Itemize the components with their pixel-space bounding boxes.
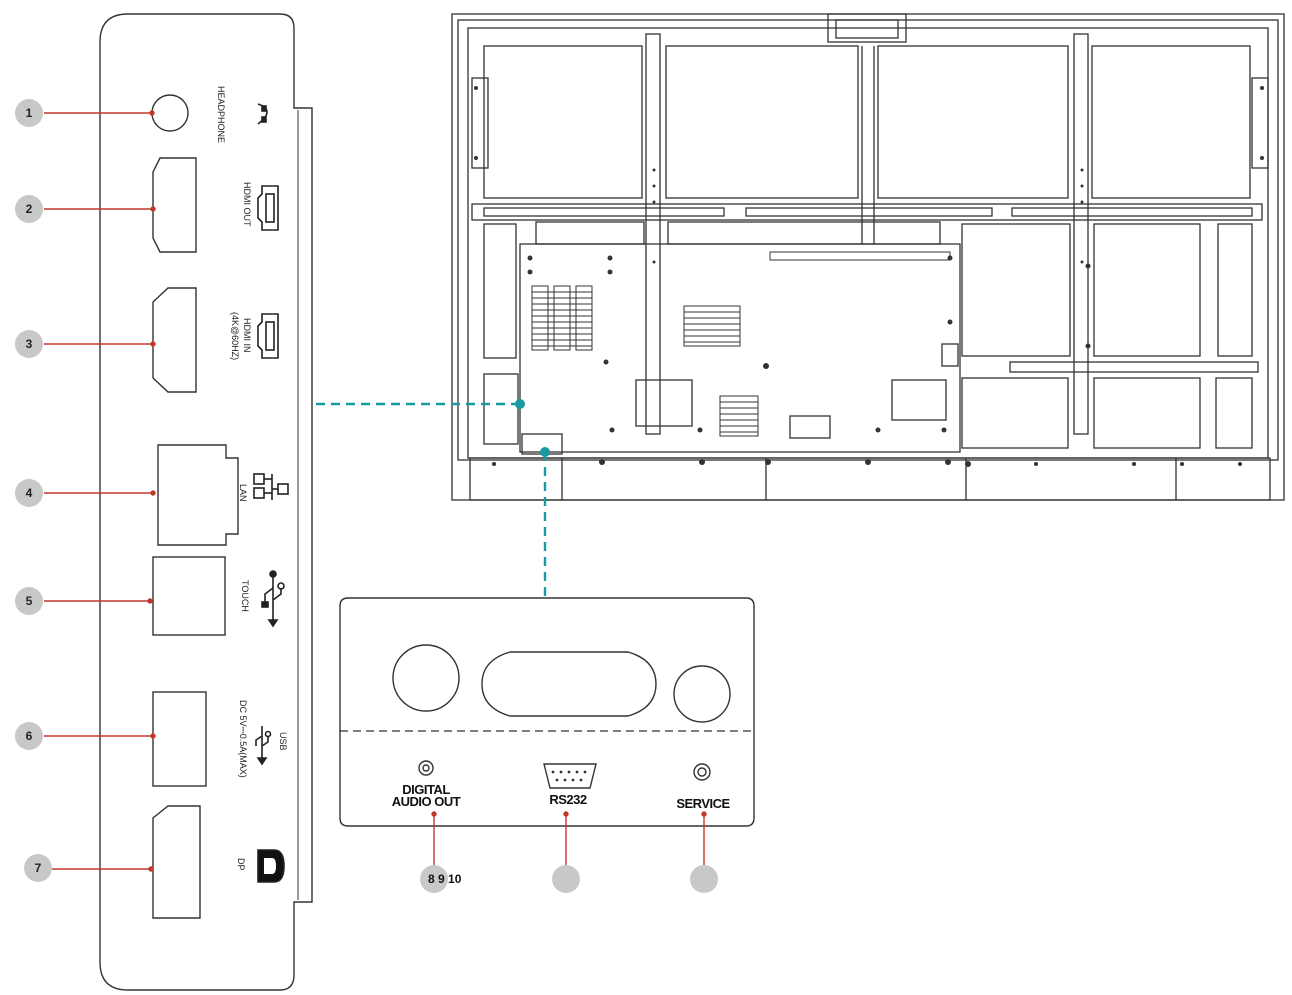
headphone-jack (151, 94, 189, 132)
callout-4: 4 (15, 479, 43, 507)
label-hdmi-in-spec: (4K@60HZ) (230, 312, 240, 361)
hdmi-in-port (152, 287, 197, 393)
rs232-port (543, 763, 597, 789)
callout-3: 3 (15, 330, 43, 358)
displayport-icon (257, 849, 285, 883)
label-touch: TOUCH (240, 580, 250, 612)
callout-numbers: 8 9 10 (428, 872, 462, 886)
label-digital: DIGITAL (402, 782, 450, 797)
lan-port (157, 444, 239, 546)
usb-port (152, 691, 207, 787)
tv-vents (531, 251, 951, 437)
hdmi-icon (257, 313, 279, 359)
usb-icon (255, 726, 272, 766)
callout-7: 7 (24, 854, 52, 882)
tv-screws (474, 86, 1264, 467)
label-hdmi-in: HDMI IN (242, 318, 252, 353)
label-digital-audio-out: DIGITAL AUDIO OUT (380, 782, 472, 809)
bottom-panel (339, 597, 755, 827)
callout-1: 1 (15, 99, 43, 127)
label-service: SERVICE (676, 796, 730, 811)
digital-audio-out-port (418, 760, 434, 776)
label-hdmi-out: HDMI OUT (242, 182, 252, 227)
side-panel (99, 13, 313, 991)
label-usb-spec: DC 5V⎓0.5A(MAX) (238, 700, 248, 778)
label-rs232: RS232 (549, 792, 587, 807)
hdmi-icon (257, 185, 279, 231)
callout-service (690, 865, 718, 893)
callout-8-9-10 (420, 865, 448, 893)
label-lan: LAN (238, 484, 248, 502)
service-port (693, 763, 711, 781)
side-port-icons (253, 103, 289, 883)
touch-usb-port (152, 556, 226, 636)
connector-lines (316, 402, 547, 596)
callout-rs232 (552, 865, 580, 893)
side-ports (151, 94, 239, 919)
rs232-pins (551, 770, 587, 782)
side-callout-lines (44, 110, 156, 872)
headphone-icon (257, 103, 268, 125)
dp-port (152, 805, 201, 919)
callout-2: 2 (15, 195, 43, 223)
label-dp: DP (236, 858, 246, 871)
connector-dots (515, 399, 550, 457)
lan-icon (253, 473, 289, 500)
usb-icon (261, 570, 285, 628)
hdmi-out-port (152, 157, 197, 253)
label-audio-out: AUDIO OUT (391, 794, 461, 809)
label-usb: USB (278, 732, 288, 751)
label-headphone: HEADPHONE (216, 86, 226, 144)
bottom-callout-lines (431, 811, 707, 870)
callout-5: 5 (15, 587, 43, 615)
tv-back (451, 13, 1285, 501)
callout-6: 6 (15, 722, 43, 750)
